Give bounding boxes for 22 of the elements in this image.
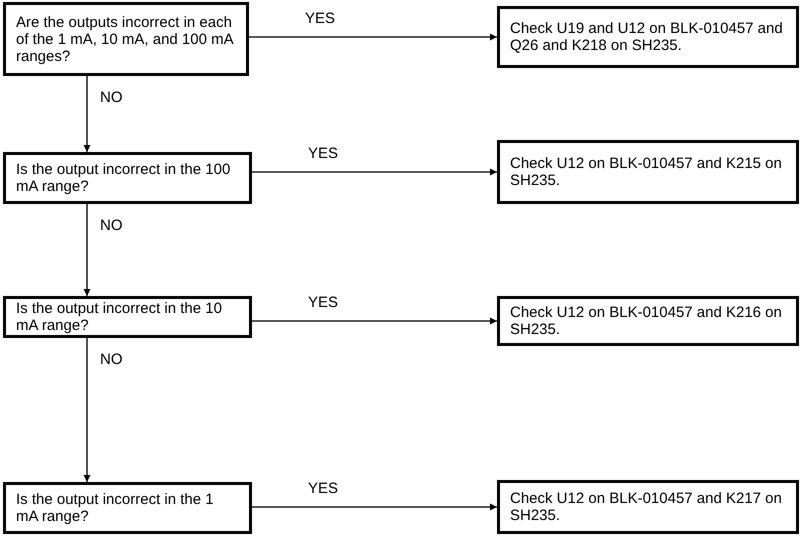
decision-box: Are the outputs incorrect in each of the 1 mA, 10 mA, and 100 mA ranges? (3, 2, 249, 76)
edge-label: NO (99, 218, 124, 233)
decision-box: Is the output incorrect in the 10 mA range? (3, 296, 252, 338)
arrow (249, 34, 497, 40)
arrow (252, 318, 497, 324)
arrow (84, 338, 90, 482)
arrow (84, 76, 90, 152)
edge-label: YES (307, 481, 340, 496)
action-box: Check U12 on BLK-010457 and K217 on SH235. (497, 480, 799, 534)
arrow (252, 504, 497, 510)
action-box: Check U12 on BLK-010457 and K216 on SH235. (497, 296, 799, 346)
action-box: Check U12 on BLK-010457 and K215 on SH235. (497, 140, 799, 204)
edge-label: YES (304, 11, 336, 26)
edge-label: YES (307, 295, 340, 310)
arrow (84, 204, 90, 296)
edge-label: NO (99, 90, 124, 105)
edge-label: NO (99, 352, 124, 367)
decision-box: Is the output incorrect in the 1 mA range? (3, 482, 252, 534)
decision-box: Is the output incorrect in the 100 mA range? (3, 152, 252, 204)
arrow (252, 168, 497, 176)
edge-label: YES (307, 146, 340, 161)
action-box: Check U19 and U12 on BLK-010457 and Q26 and K218 on SH235. (497, 6, 799, 68)
